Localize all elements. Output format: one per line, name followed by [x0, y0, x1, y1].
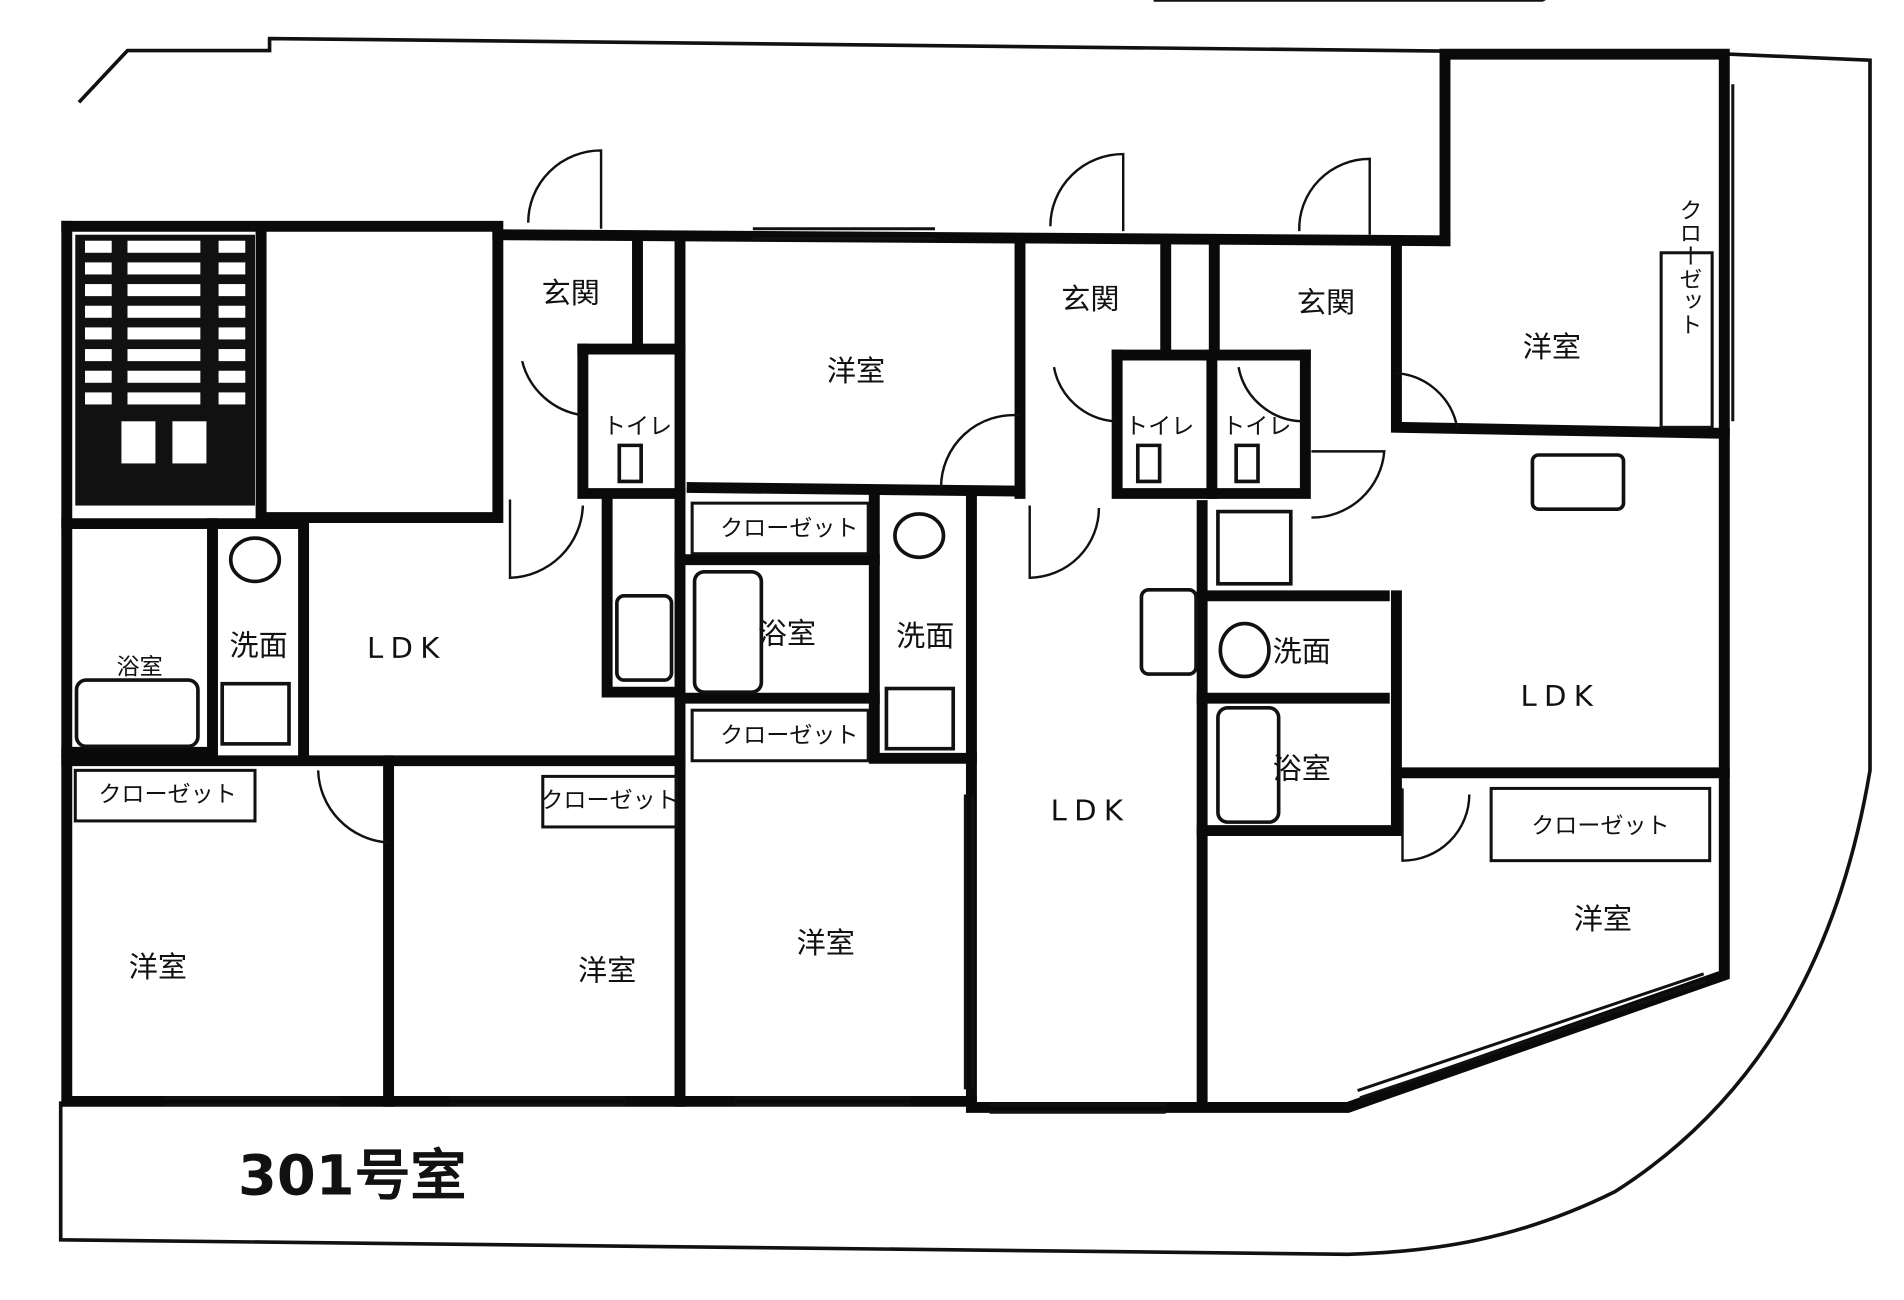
toilet-label: トイレ	[1125, 414, 1194, 440]
western-room-label: 洋室	[827, 354, 885, 388]
western-room-label: 洋室	[578, 954, 636, 988]
closet-label: クローゼット	[1675, 199, 1702, 336]
bath-label: 浴室	[117, 655, 163, 681]
western-room-label: 洋室	[1523, 330, 1581, 364]
western-room-label: 洋室	[1574, 902, 1632, 936]
closet-label: クローゼット	[98, 782, 236, 808]
walls	[61, 48, 1730, 1113]
washroom-label: 洗面	[1273, 635, 1331, 669]
washroom-label: 洗面	[896, 619, 954, 653]
ldk-label: LDK	[1521, 679, 1601, 713]
site-boundary	[58, 36, 1872, 1257]
ldk-label: LDK	[1051, 794, 1131, 828]
closet-label: クローゼット	[1531, 814, 1669, 840]
closet-label: クローゼット	[720, 516, 858, 542]
ldk-label: LDK	[367, 631, 447, 665]
entrance-label: 玄関	[542, 276, 600, 310]
unit-title: 301号室	[238, 1144, 466, 1209]
toilet-label: トイレ	[1222, 414, 1291, 440]
doors	[316, 149, 1471, 862]
closet-label: クローゼット	[720, 723, 858, 749]
washroom-label: 洗面	[230, 629, 288, 663]
closets	[73, 251, 1714, 863]
entrance-label: 玄関	[1061, 282, 1119, 316]
bath-label: 浴室	[758, 617, 816, 651]
bath-label: 浴室	[1273, 751, 1331, 785]
closet-label: クローゼット	[540, 788, 678, 814]
room-labels: 玄関 玄関 玄関 洋室 洋室 洋室 洋室 洋室 洋室 クローゼット クローゼット…	[98, 199, 1701, 1209]
western-room-label: 洋室	[797, 926, 855, 960]
fixtures	[74, 443, 1626, 824]
storage-grid	[75, 234, 256, 506]
windows	[163, 84, 1735, 1114]
entrance-label: 玄関	[1297, 286, 1355, 320]
western-room-label: 洋室	[129, 950, 187, 984]
toilet-label: トイレ	[603, 414, 672, 440]
